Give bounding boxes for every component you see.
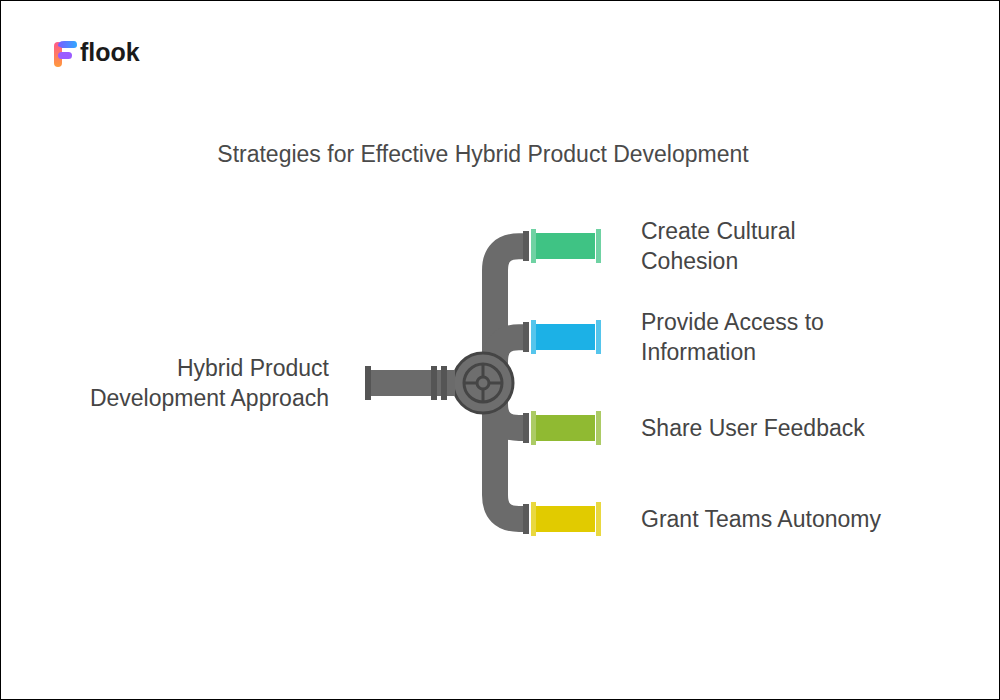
pipe-flange [596,411,601,445]
pipe-segment [523,410,605,446]
pipe-joint [523,504,529,534]
pipe-body [536,415,595,441]
pipe-flange [531,320,536,354]
pipe-body [536,233,595,259]
pipe-joint [523,322,529,352]
pipe-body [536,324,595,350]
branch-pipe: Share User Feedback [523,410,865,446]
pipe-segment [523,319,605,355]
diagram-title: Strategies for Effective Hybrid Product … [0,141,966,168]
pipe-flange [365,366,371,400]
pipe-label: Create Cultural Cohesion [641,216,831,277]
pipe-label: Hybrid Product Development Approach [64,353,329,414]
pipe-label: Provide Access to Information [641,307,846,368]
pipe-label: Grant Teams Autonomy [641,504,881,534]
pipe-flange [596,502,601,536]
pipe-flange [531,229,536,263]
branch-pipe: Provide Access to Information [523,307,846,368]
pipe-joint [523,413,529,443]
pipe-segment [523,501,605,537]
branch-pipe: Grant Teams Autonomy [523,501,881,537]
logo-icon [54,41,77,67]
pipe-label-text: Grant Teams Autonomy [641,504,881,534]
hub-valve [453,353,513,413]
pipe-segment [523,228,605,264]
pipe-flange [441,366,447,400]
pipe-flange [431,366,437,400]
pipe-label: Share User Feedback [641,413,865,443]
pipe-flange [596,320,601,354]
pipe-label-text: Hybrid Product Development Approach [64,353,329,414]
pipe-joint [523,231,529,261]
pipe-label-text: Create Cultural Cohesion [641,216,831,277]
pipe-label-text: Provide Access to Information [641,307,846,368]
source-pipe: Hybrid Product Development Approach [64,353,455,414]
pipe-body [536,506,595,532]
pipe-segment [365,365,455,401]
logo-text: flook [80,38,140,67]
pipe-label-text: Share User Feedback [641,413,865,443]
pipe-flange [596,229,601,263]
pipe-flange [531,502,536,536]
branch-pipe: Create Cultural Cohesion [523,216,831,277]
pipe-flange [531,411,536,445]
